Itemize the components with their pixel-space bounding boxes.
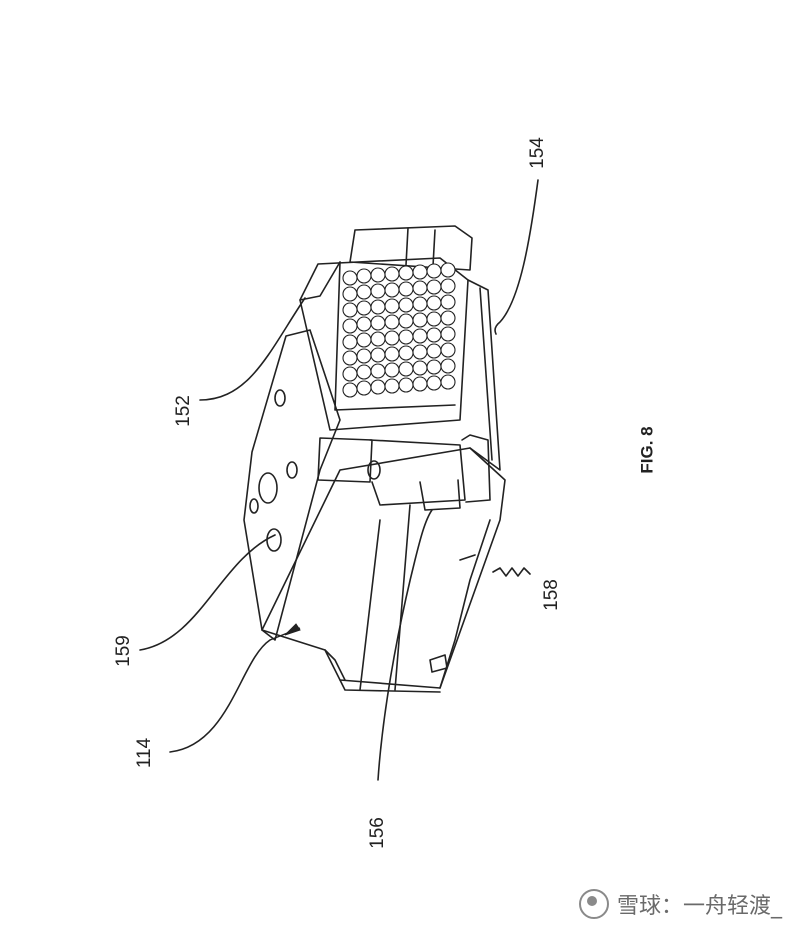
side-wall (467, 279, 501, 471)
front-connector (317, 437, 373, 483)
leader-159 (139, 534, 276, 651)
connector-body (369, 439, 466, 506)
arrow-114-shaft (269, 627, 301, 641)
connector-hole (367, 460, 381, 480)
side-rail (429, 554, 476, 673)
leader-156 (377, 509, 433, 781)
side-wall-edge (479, 287, 493, 461)
tip-block-inner (334, 261, 456, 411)
leader-152 (199, 297, 306, 401)
figure-label: FIG. 8 (637, 426, 657, 474)
body-front-face (324, 649, 346, 681)
connector-bar (419, 479, 461, 511)
plate-hole-3 (274, 389, 286, 407)
connector-tab (461, 434, 491, 503)
snowball-logo-icon (578, 889, 609, 919)
body-groove-1 (359, 519, 381, 691)
ref-156: 156 (366, 817, 388, 849)
plate-hole-4 (286, 461, 298, 479)
plate-hole-5 (249, 498, 259, 514)
tip-block-ledge (299, 261, 341, 301)
leader-154 (494, 179, 539, 335)
ref-159: 159 (112, 635, 134, 667)
body-lower-edge (339, 679, 441, 693)
body-groove-2 (394, 504, 411, 691)
tip-array (342, 262, 456, 398)
leader-114 (169, 639, 271, 753)
main-body (261, 447, 506, 689)
top-plate (243, 329, 341, 641)
plate-hole-1 (258, 472, 278, 504)
rear-cap-split (405, 227, 436, 267)
watermark-text: 雪球：一舟轻渡_ (616, 894, 782, 919)
ref-158: 158 (540, 579, 562, 611)
rear-cap (349, 225, 473, 271)
ref-154: 154 (526, 137, 548, 169)
ref-114: 114 (134, 737, 156, 769)
body-side-edge (439, 519, 491, 689)
leader-158 (492, 567, 531, 577)
plate-hole-2 (266, 528, 282, 552)
ref-152: 152 (172, 395, 194, 427)
watermark: 雪球：一舟轻渡_ (578, 888, 782, 920)
